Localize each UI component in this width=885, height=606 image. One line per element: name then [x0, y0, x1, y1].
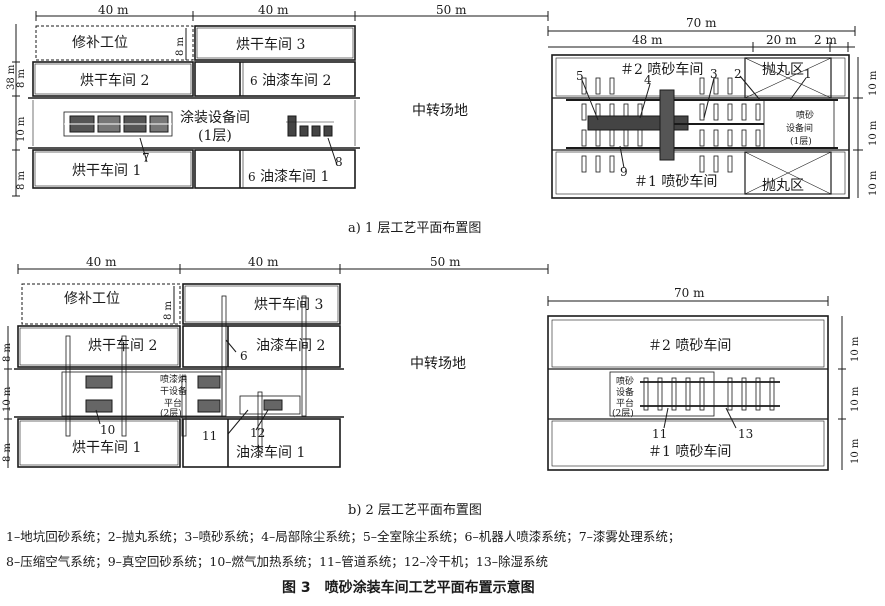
marker-6a: 6: [250, 74, 258, 88]
br-platform-4: (2层): [612, 408, 634, 419]
room-coating-floor: (1层): [198, 128, 232, 144]
side-dim-tr-3: 10 m: [868, 170, 879, 196]
br-platform-3: 平台: [616, 397, 634, 409]
room-repair: 修补工位: [72, 35, 128, 51]
marker-8: 8: [335, 155, 343, 169]
platform-1: 喷漆烘: [160, 373, 187, 385]
marker-10: 10: [100, 423, 115, 437]
dim-tr-20: 20 m: [766, 33, 797, 47]
caption-a: a) 1 层工艺平面布置图: [348, 221, 481, 236]
room-shot-top: 抛丸区: [762, 62, 804, 78]
platform-2: 干设备: [160, 385, 187, 397]
blast-equip-3: (1层): [790, 136, 812, 147]
marker-11b: 11: [652, 427, 667, 441]
blast-equip-2: 设备间: [786, 122, 813, 134]
room-repair-2: 修补工位: [64, 291, 120, 307]
side-dim-br-2: 10 m: [850, 386, 861, 412]
marker-12: 12: [250, 426, 265, 440]
marker-2: 2: [734, 67, 742, 81]
room-coating: 涂装设备间: [180, 109, 250, 126]
room-blast2: ＃2 喷砂车间: [620, 61, 703, 78]
side-dim-38m: 38 m: [6, 64, 17, 90]
side-dim-tr-1: 10 m: [868, 70, 879, 96]
side-dim-bl-1: 8 m: [2, 342, 13, 362]
room-blast2-2: ＃2 喷砂车间: [648, 337, 731, 354]
side-dim-bl-2: 10 m: [2, 386, 13, 412]
side-dim-br-3: 10 m: [850, 438, 861, 464]
marker-6c: 6: [240, 349, 248, 363]
br-platform-1: 喷砂: [616, 375, 634, 387]
caption-b: b) 2 层工艺平面布置图: [348, 503, 482, 518]
platform-4: (2层): [160, 408, 182, 419]
room-paint2-2: 油漆车间 2: [256, 337, 325, 354]
room-dry2-2: 烘干车间 2: [88, 337, 157, 354]
dim-tr-48: 48 m: [632, 33, 663, 47]
side-dim-tr-2: 10 m: [868, 120, 879, 146]
dim-br-70: 70 m: [674, 286, 705, 300]
room-shot-bottom: 抛丸区: [762, 178, 804, 194]
dim-tr-2: 2 m: [814, 33, 837, 47]
platform-3: 平台: [164, 397, 182, 409]
room-transfer: 中转场地: [412, 103, 468, 119]
figure-title: 图 3 喷砂涂装车间工艺平面布置示意图: [282, 579, 535, 596]
marker-6b: 6: [248, 170, 256, 184]
side-dim-bl-3: 8 m: [2, 442, 13, 462]
room-paint1: 油漆车间 1: [260, 168, 329, 185]
marker-9: 9: [620, 165, 628, 179]
dim-tr-70: 70 m: [686, 16, 717, 30]
dim-bl-3: 50 m: [430, 255, 461, 269]
side-dim-8m: 8 m: [16, 68, 27, 88]
marker-4: 4: [644, 73, 652, 87]
small-dim-2: 8 m: [163, 300, 174, 320]
dim-tl-2: 40 m: [258, 3, 289, 17]
side-dim-8m-b: 8 m: [16, 170, 27, 190]
blast-equip-1: 喷砂: [796, 109, 814, 121]
room-dry1-2: 烘干车间 1: [72, 439, 141, 456]
legend-line-1: 1–地坑回砂系统；2–抛丸系统；3–喷砂系统；4–局部除尘系统；5–全室除尘系统…: [6, 529, 680, 544]
legend-line-2: 8–压缩空气系统；9–真空回砂系统；10–燃气加热系统；11–管道系统；12–冷…: [6, 554, 548, 569]
room-paint1-2: 油漆车间 1: [236, 444, 305, 461]
dim-tl-3: 50 m: [436, 3, 467, 17]
marker-13: 13: [738, 427, 753, 441]
room-transfer-2: 中转场地: [410, 356, 466, 372]
marker-3: 3: [710, 67, 718, 81]
room-paint2: 油漆车间 2: [262, 72, 331, 89]
br-platform-2: 设备: [616, 386, 634, 398]
dim-bl-1: 40 m: [86, 255, 117, 269]
room-dry3: 烘干车间 3: [236, 36, 305, 53]
dim-tl-1: 40 m: [98, 3, 129, 17]
dim-bl-2: 40 m: [248, 255, 279, 269]
marker-5: 5: [576, 69, 584, 83]
room-blast1-2: ＃1 喷砂车间: [648, 443, 731, 460]
side-dim-10m: 10 m: [16, 116, 27, 142]
room-dry2: 烘干车间 2: [80, 72, 149, 89]
room-dry1: 烘干车间 1: [72, 162, 141, 179]
room-blast1: ＃1 喷砂车间: [634, 173, 717, 190]
room-dry3-2: 烘干车间 3: [254, 296, 323, 313]
marker-7: 7: [142, 151, 150, 165]
side-dim-br-1: 10 m: [850, 336, 861, 362]
marker-11a: 11: [202, 429, 217, 443]
marker-1: 1: [804, 67, 812, 81]
small-dim: 8 m: [175, 36, 186, 56]
